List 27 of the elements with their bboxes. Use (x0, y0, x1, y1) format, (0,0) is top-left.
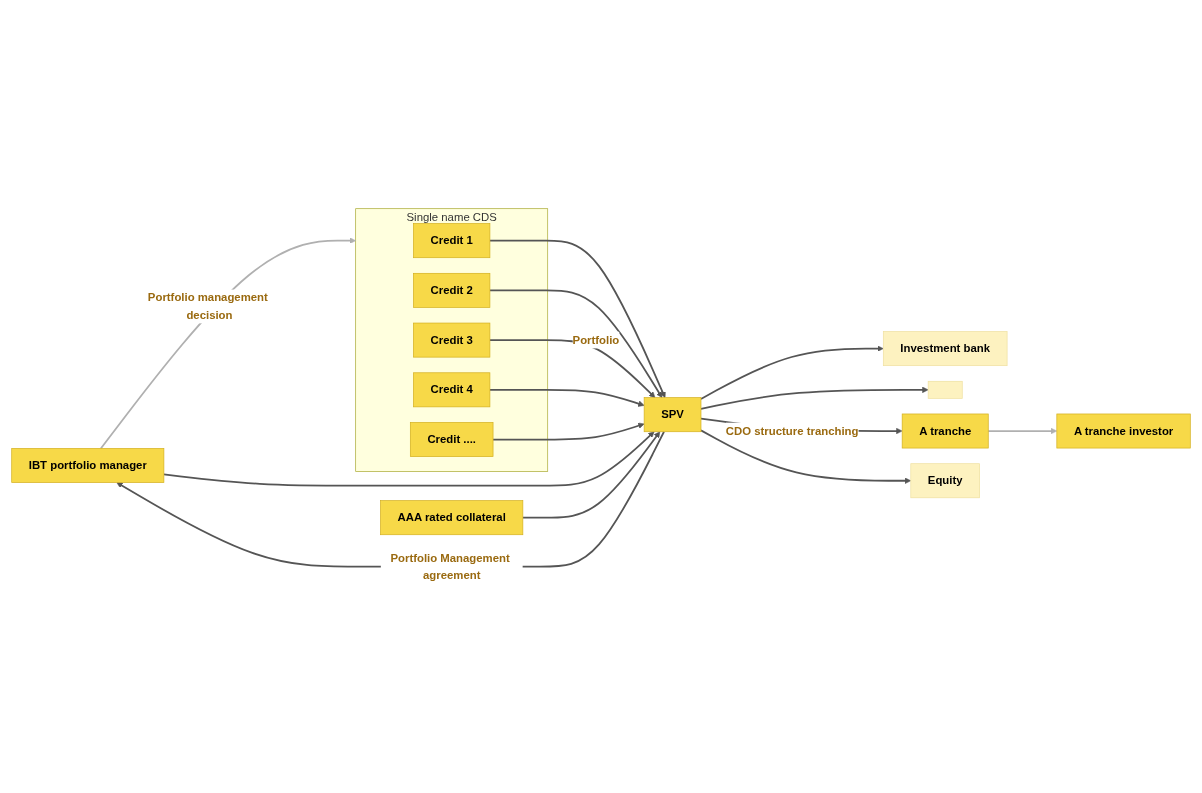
node-box: A tranche (901, 413, 989, 449)
node-box: SPV (643, 397, 702, 433)
arrow (521, 431, 661, 519)
node-box: Credit 4 (413, 372, 491, 408)
arrow (489, 389, 645, 407)
node-box: Credit .... (409, 422, 494, 458)
node-box: AAA rated collateral (380, 500, 524, 536)
arrow (700, 386, 929, 410)
arrow (700, 429, 912, 485)
node-box: Equity (910, 463, 980, 499)
edge-label: Portfolio management decision (147, 291, 268, 321)
arrow (116, 431, 665, 568)
node-box: Credit 2 (413, 273, 491, 309)
node-box (927, 381, 963, 399)
node-box: Investment bank (882, 331, 1008, 367)
edge-label: CDO structure tranching (725, 424, 859, 437)
edge-label: Portfolio (572, 333, 620, 347)
edge-label: Portfolio Management agreement (390, 552, 510, 582)
arrow (492, 422, 645, 441)
node-box: Credit 3 (413, 322, 491, 358)
arrow (99, 237, 356, 450)
arrow (987, 428, 1058, 435)
node-box: IBT portfolio manager (11, 448, 165, 484)
arrow (700, 345, 884, 401)
arrow (163, 431, 655, 487)
node-box: Credit 1 (413, 223, 491, 259)
node-box: A tranche investor (1056, 413, 1191, 449)
